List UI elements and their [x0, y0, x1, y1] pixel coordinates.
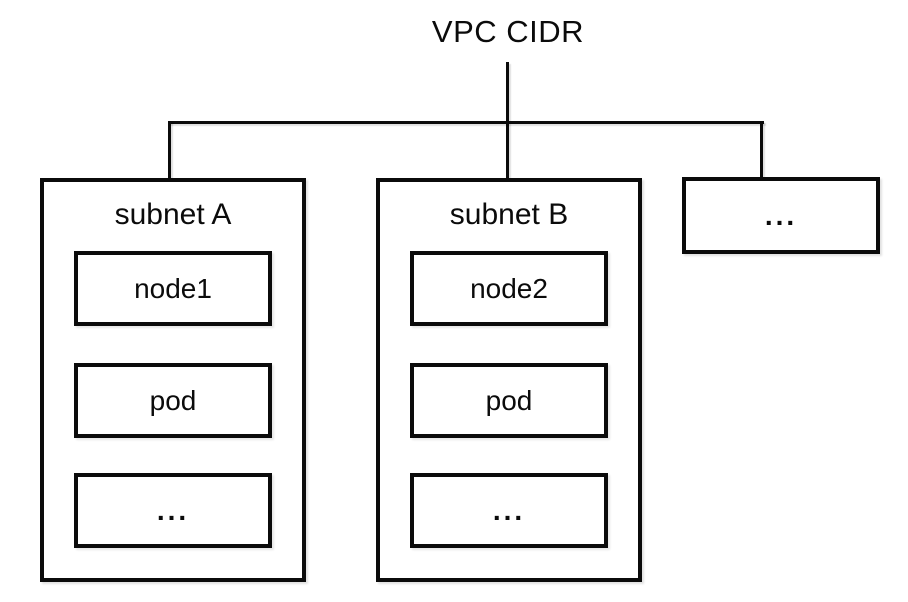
subnet-b-label: subnet B: [449, 198, 569, 231]
node1-box: node1: [74, 251, 272, 326]
vpc-cidr-title: VPC CIDR: [431, 14, 585, 49]
subnet-a-ellipsis-label: ...: [156, 494, 190, 526]
trunk-connector-line: [506, 62, 509, 179]
branch-horizontal-line: [168, 121, 764, 124]
node2-box: node2: [410, 251, 608, 326]
subnet-a-pod-box: pod: [74, 363, 272, 438]
subnet-a-pod-label: pod: [149, 384, 197, 416]
subnet-b-pod-label: pod: [485, 384, 533, 416]
more-subnets-drop-line: [760, 121, 763, 179]
subnet-a-box: subnet A node1 pod ...: [40, 178, 306, 582]
node1-label: node1: [134, 272, 212, 304]
subnet-b-pod-box: pod: [410, 363, 608, 438]
subnet-b-box: subnet B node2 pod ...: [376, 178, 642, 582]
subnet-a-drop-line: [168, 121, 171, 179]
subnet-a-ellipsis-box: ...: [74, 473, 272, 548]
more-subnets-box: ...: [682, 177, 880, 254]
subnet-b-ellipsis-label: ...: [492, 494, 526, 526]
node2-label: node2: [470, 272, 548, 304]
more-subnets-label: ...: [764, 199, 798, 231]
subnet-a-label: subnet A: [114, 198, 232, 231]
subnet-b-ellipsis-box: ...: [410, 473, 608, 548]
